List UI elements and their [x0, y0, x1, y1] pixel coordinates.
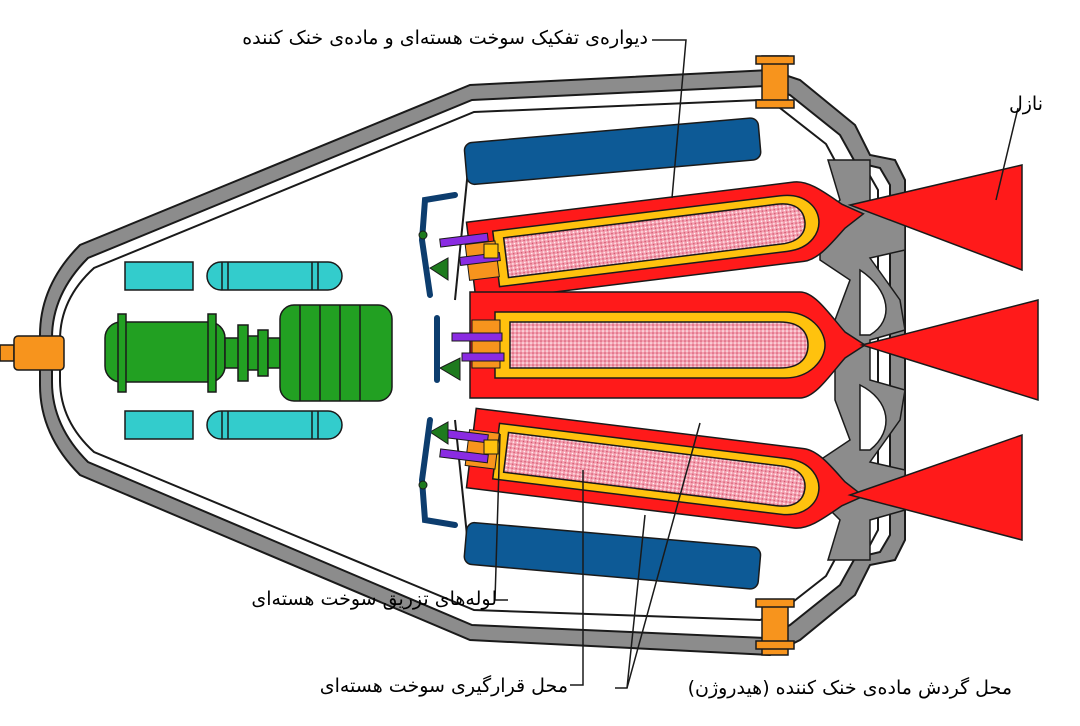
reactor-chamber-middle — [469, 291, 867, 399]
reactor-chamber-bottom — [464, 407, 865, 529]
bulkhead-lower — [454, 419, 469, 546]
label-fuel-location: محل قرارگیری سوخت هسته‌ای — [319, 675, 568, 697]
label-injection-tubes: لوله‌های تزریق سوخت هسته‌ای — [251, 588, 497, 610]
turbopump — [104, 304, 393, 402]
label-coolant-flow: محل گردش ماده‌ی خنک کننده (هیدروژن) — [687, 677, 1012, 699]
reactor-chamber-top — [464, 181, 865, 303]
blue-tank-bottom — [463, 521, 762, 590]
label-nozzle: نازل — [1008, 93, 1043, 115]
label-separation-wall: دیواره‌ی تفکیک سوخت هسته‌ای و ماده‌ی خنک… — [242, 27, 648, 49]
feed-pipes — [418, 192, 458, 528]
nozzle-middle — [859, 299, 1039, 402]
bottom-mount — [755, 598, 795, 656]
pipe-joints — [418, 230, 428, 490]
blue-tank-top — [463, 117, 762, 186]
cyan-tanks — [124, 261, 343, 440]
nozzle-top — [847, 164, 1023, 272]
bulkhead — [454, 169, 469, 301]
leader-lines — [494, 39, 1019, 689]
injection-tubes-top — [429, 232, 501, 281]
injection-tubes-bottom — [429, 421, 499, 464]
top-mount — [755, 55, 795, 109]
nose-mount — [0, 335, 65, 371]
nozzle-bottom — [847, 433, 1023, 541]
injection-tubes-middle — [438, 332, 505, 381]
